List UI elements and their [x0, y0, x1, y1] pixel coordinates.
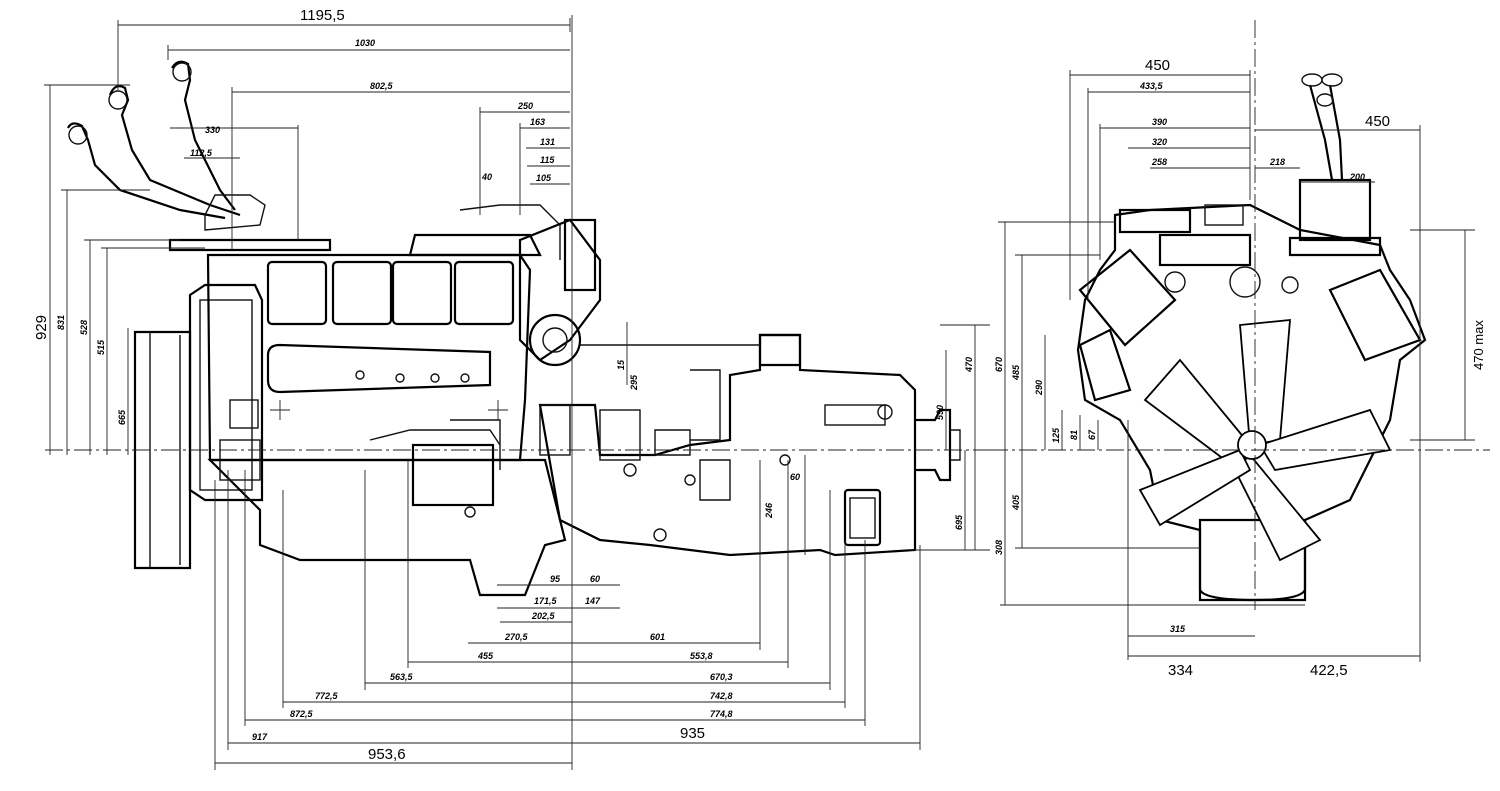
dim-label: 163 — [530, 117, 545, 127]
exhaust-manifold — [266, 343, 492, 394]
dim-label: 40 — [481, 172, 492, 182]
dim-label: 1030 — [355, 38, 375, 48]
gear-lever-left — [108, 85, 241, 217]
front-view-engine — [990, 20, 1490, 610]
dim-label: 330 — [205, 125, 220, 135]
dim-front-width: 450 — [1145, 57, 1170, 74]
dim-label: 334 — [1168, 662, 1193, 679]
dim-label: 470 max — [1471, 320, 1486, 370]
gearbox-plate — [824, 404, 886, 426]
dim-label: 290 — [1034, 380, 1044, 396]
fan-hub — [1237, 430, 1267, 460]
dim-label: 246 — [764, 502, 774, 519]
dim-label: 553,8 — [690, 651, 713, 661]
dim-label: 295 — [629, 374, 639, 391]
flywheel-housing — [133, 330, 192, 570]
dim-label: 802,5 — [370, 81, 394, 91]
dim-label: 772,5 — [315, 691, 339, 701]
starter-motor — [411, 443, 495, 507]
dim-label: 390 — [1152, 117, 1167, 127]
dim-label: 258 — [1151, 157, 1167, 167]
dim-label: 200 — [1349, 172, 1365, 182]
dim-label: 515 — [96, 339, 106, 355]
valve-cover-1 — [266, 260, 328, 326]
gear-lever-right — [171, 60, 236, 211]
dim-label: 455 — [477, 651, 494, 661]
dim-overall-length: 1195,5 — [300, 7, 345, 24]
left-cylinder-head — [1078, 248, 1177, 347]
side-view-dimensions — [44, 18, 990, 770]
dim-label: 450 — [1365, 113, 1390, 130]
dim-label: 917 — [252, 732, 268, 742]
valve-cover-2 — [331, 260, 393, 326]
dim-label: 405 — [1011, 494, 1021, 511]
dim-label: 590 — [935, 405, 945, 420]
dim-label: 202,5 — [531, 611, 556, 621]
valve-cover-4 — [453, 260, 515, 326]
dim-label: 115 — [540, 155, 555, 165]
dim-label: 147 — [585, 596, 601, 606]
bell-housing — [188, 283, 264, 502]
front-view-labels: 450 433,5 390 320 258 218 450 200 670 48… — [994, 57, 1486, 679]
dim-label: 665 — [117, 409, 127, 425]
dim-label: 131 — [540, 137, 555, 147]
dim-label: 953,6 — [368, 746, 406, 763]
fan-blade-1 — [1143, 358, 1252, 462]
dim-label: 60 — [590, 574, 600, 584]
dim-label: 872,5 — [290, 709, 314, 719]
dim-label: 95 — [550, 574, 561, 584]
dim-label: 528 — [79, 320, 89, 335]
dim-label: 433,5 — [1139, 81, 1164, 91]
front-view-dimensions — [998, 70, 1475, 662]
dim-label: 308 — [994, 540, 1004, 555]
side-view-engine — [45, 15, 990, 770]
crank-pulley — [528, 313, 582, 367]
fan-blade-5 — [1138, 448, 1252, 527]
dim-label: 315 — [1170, 624, 1186, 634]
dim-label: 695 — [954, 514, 964, 530]
fan-blade-2 — [1239, 318, 1291, 447]
dim-label: 218 — [1269, 157, 1285, 167]
dim-overall-height: 929 — [33, 315, 50, 340]
side-view-labels: 1195,5 1030 802,5 250 163 131 115 105 33… — [33, 7, 974, 763]
dim-label: 105 — [536, 173, 552, 183]
dim-label: 422,5 — [1310, 662, 1348, 679]
oil-pan — [207, 458, 567, 597]
dim-label: 470 — [964, 357, 974, 373]
dim-label: 601 — [650, 632, 665, 642]
gear-lever-rear — [67, 122, 226, 220]
dim-label: 60 — [790, 472, 800, 482]
dim-label: 67 — [1087, 429, 1097, 440]
dim-label: 935 — [680, 725, 705, 742]
dim-label: 15 — [616, 359, 626, 370]
dim-label: 670 — [994, 357, 1004, 372]
gearbox — [538, 333, 917, 557]
dim-label: 320 — [1152, 137, 1167, 147]
dim-label: 831 — [56, 315, 66, 330]
dim-label: 563,5 — [390, 672, 414, 682]
dim-label: 250 — [517, 101, 533, 111]
dim-label: 774,8 — [710, 709, 733, 719]
dim-label: 670,3 — [710, 672, 733, 682]
right-cylinder-head — [1328, 268, 1422, 362]
dim-label: 125 — [1051, 427, 1061, 443]
dim-label: 171,5 — [534, 596, 558, 606]
air-filter — [1298, 178, 1372, 242]
dim-label: 485 — [1011, 364, 1021, 381]
dim-label: 742,8 — [710, 691, 733, 701]
dim-label: 81 — [1069, 430, 1079, 440]
valve-cover-3 — [391, 260, 453, 326]
filter-canister — [563, 218, 597, 292]
timing-cover — [518, 218, 602, 362]
dim-label: 270,5 — [504, 632, 529, 642]
dim-label: 112,5 — [190, 148, 213, 158]
